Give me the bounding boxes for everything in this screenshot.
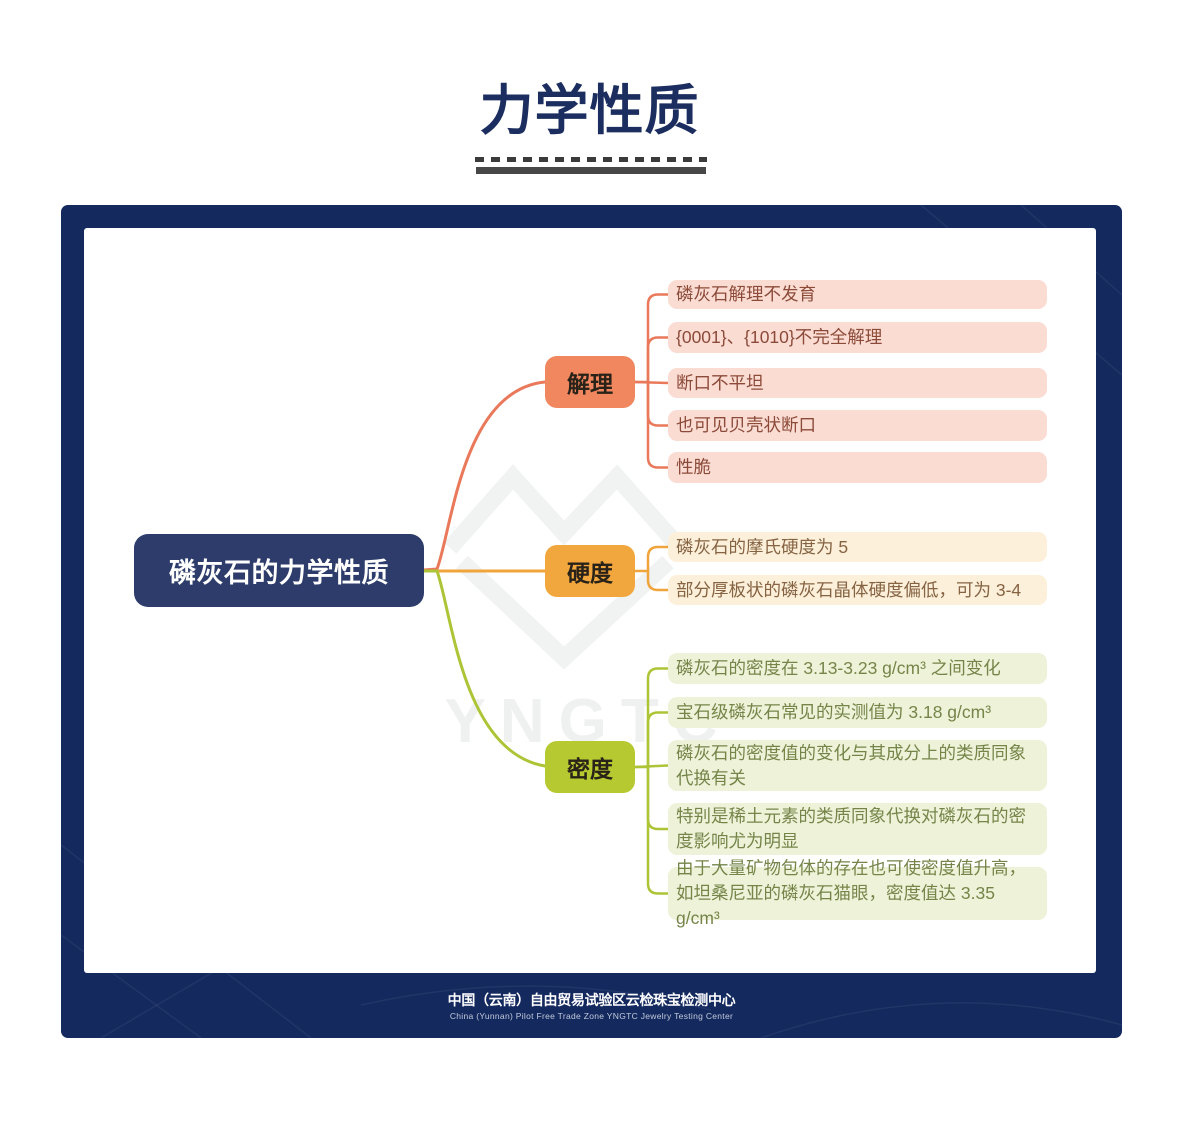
leaf-node: 宝石级磷灰石常见的实测值为 3.18 g/cm³: [668, 697, 1047, 728]
watermark-pavilion: [456, 555, 674, 670]
leaf-node: 磷灰石的密度在 3.13-3.23 g/cm³ 之间变化: [668, 653, 1047, 684]
leaf-node: 性脆: [668, 452, 1047, 483]
watermark-crown: [443, 464, 687, 554]
leaf-node: 磷灰石的摩氏硬度为 5: [668, 532, 1047, 562]
branch-node-jieli: 解理: [545, 356, 635, 408]
connectors-yingdu-leaves: [633, 545, 670, 592]
leaf-node: 磷灰石的密度值的变化与其成分上的类质同象代换有关: [668, 740, 1047, 791]
branch-node-midu: 密度: [545, 741, 635, 793]
leaf-node: 由于大量矿物包体的存在也可使密度值升高，如坦桑尼亚的磷灰石猫眼，密度值达 3.3…: [668, 858, 1047, 928]
leaf-node: 也可见贝壳状断口: [668, 410, 1047, 441]
title-solid-line: [476, 167, 706, 174]
connectors-jieli-leaves: [633, 293, 670, 469]
branch-node-yingdu: 硬度: [545, 545, 635, 597]
leaf-node: 部分厚板状的磷灰石晶体硬度偏低，可为 3-4: [668, 575, 1047, 605]
root-node: 磷灰石的力学性质: [134, 534, 424, 607]
leaf-node: {0001}、{1010}不完全解理: [668, 322, 1047, 353]
watermark-logo: [443, 464, 687, 670]
footer-english: China (Yunnan) Pilot Free Trade Zone YNG…: [449, 1011, 734, 1021]
connector-root-midu: [422, 569, 547, 768]
page-title: 力学性质: [479, 81, 700, 141]
connectors-midu-leaves: [633, 667, 670, 895]
leaf-node: 特别是稀土元素的类质同象代换对磷灰石的密度影响尤为明显: [668, 803, 1047, 855]
title-dashed-line: [475, 157, 707, 162]
connector-root-jieli: [422, 380, 547, 572]
leaf-node: 断口不平坦: [668, 368, 1047, 398]
leaf-node: 磷灰石解理不发育: [668, 280, 1047, 309]
footer-chinese: 中国（云南）自由贸易试验区云检珠宝检测中心: [447, 992, 736, 1008]
